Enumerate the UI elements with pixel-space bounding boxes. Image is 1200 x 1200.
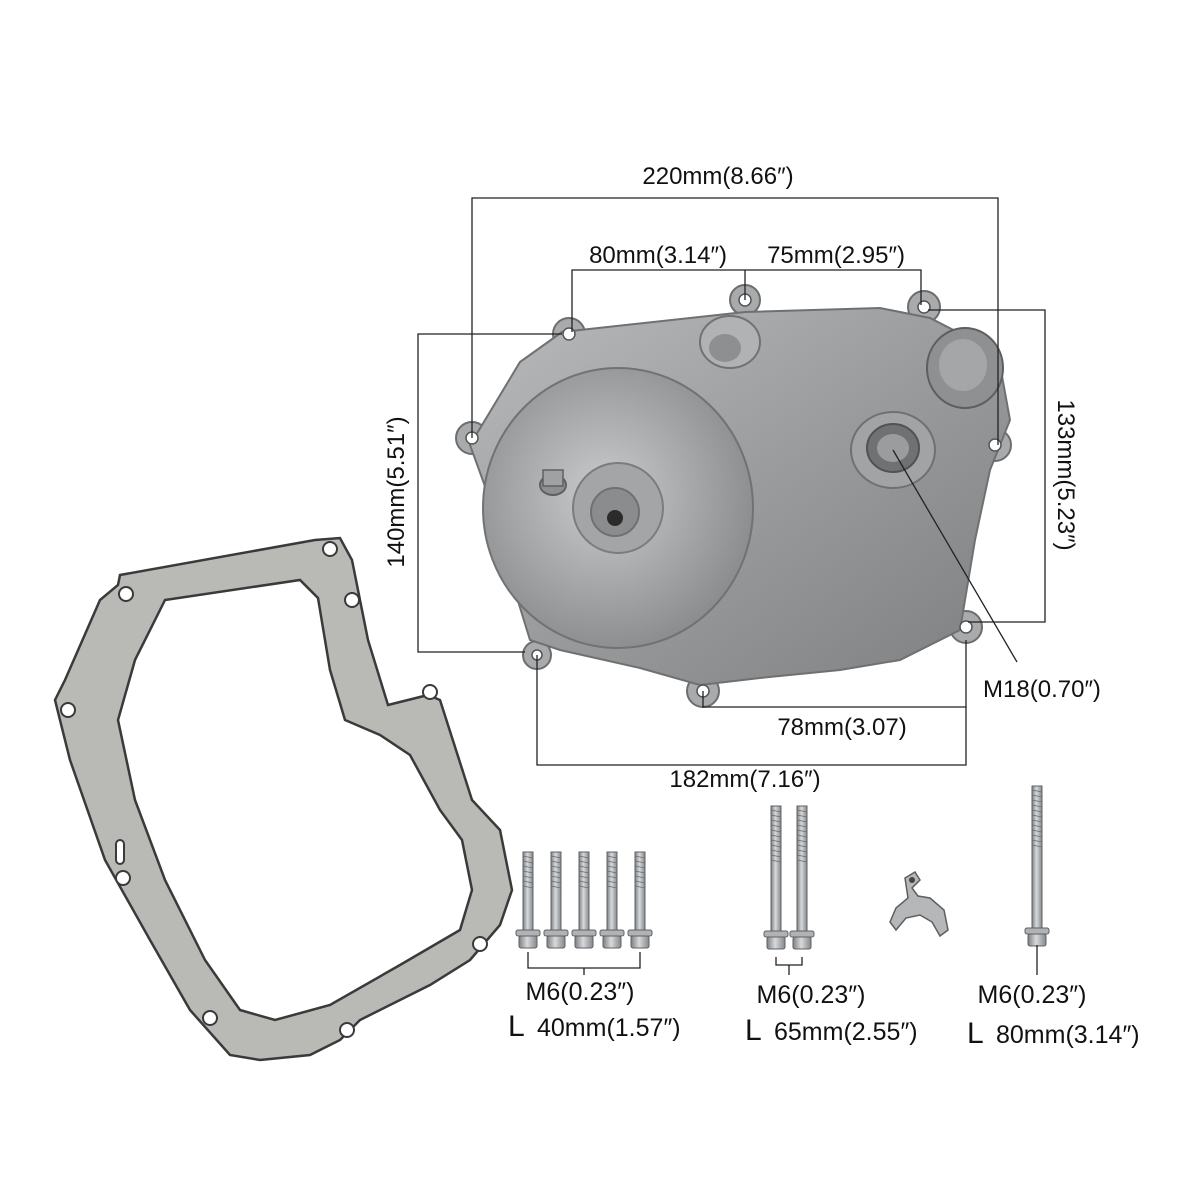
- bolt-80-thread: M6(0.23″): [978, 981, 1087, 1009]
- gasket-slot: [115, 839, 125, 865]
- bolt-set-40mm: M6(0.23″) L 40mm(1.57″): [508, 851, 681, 1043]
- bolt-80-length: 80mm(3.14″): [996, 1021, 1140, 1049]
- gasket-outline: [53, 536, 514, 1062]
- dim-thread: M18(0.70″): [983, 676, 1101, 703]
- dim-overall-width: 220mm(8.66″): [642, 163, 793, 190]
- dim-right-height: 133mm(5.23″): [1052, 399, 1079, 550]
- center-hole: [607, 510, 623, 526]
- gasket-holes: [60, 541, 488, 1038]
- dim-bottom-width: 182mm(7.16″): [669, 766, 820, 793]
- bolt-65-bolt-2: [789, 805, 815, 950]
- clutch-cover: [455, 284, 1012, 708]
- bolt-65-bolt-1: [763, 805, 789, 950]
- bolt-65-prefix: L: [745, 1014, 762, 1047]
- dim-right-span: 75mm(2.95″): [767, 242, 905, 269]
- bolt-80-bolt-1: [1024, 785, 1050, 947]
- bolt-40-prefix: L: [508, 1010, 525, 1043]
- bolt-40-bolt-5: [627, 851, 653, 949]
- dim-bottom-span: 78mm(3.07): [777, 714, 906, 741]
- bolt-40-thread: M6(0.23″): [526, 978, 635, 1006]
- bolt-65-length: 65mm(2.55″): [774, 1018, 918, 1046]
- bolt-set-65mm: M6(0.23″) L 65mm(2.55″): [745, 805, 918, 1047]
- bolt-65-thread: M6(0.23″): [757, 981, 866, 1009]
- bracket-clip: [889, 870, 949, 938]
- bolt-40-bolt-4: [599, 851, 625, 949]
- bolt-set-80mm: M6(0.23″) L 80mm(3.14″): [967, 785, 1140, 1050]
- bolt-80-prefix: L: [967, 1017, 984, 1050]
- bolt-40-bolt-1: [515, 851, 541, 949]
- dimension-labels: 220mm(8.66″) 80mm(3.14″) 75mm(2.95″) 140…: [383, 163, 1101, 793]
- bolt-40-length: 40mm(1.57″): [537, 1014, 681, 1042]
- gasket: [53, 536, 514, 1062]
- bolt-40-bolt-3: [571, 851, 597, 949]
- dim-left-span: 80mm(3.14″): [589, 242, 727, 269]
- dim-left-height: 140mm(5.51″): [383, 416, 410, 567]
- dimension-lines: [417, 197, 1046, 766]
- bolt-40-bolt-2: [543, 851, 569, 949]
